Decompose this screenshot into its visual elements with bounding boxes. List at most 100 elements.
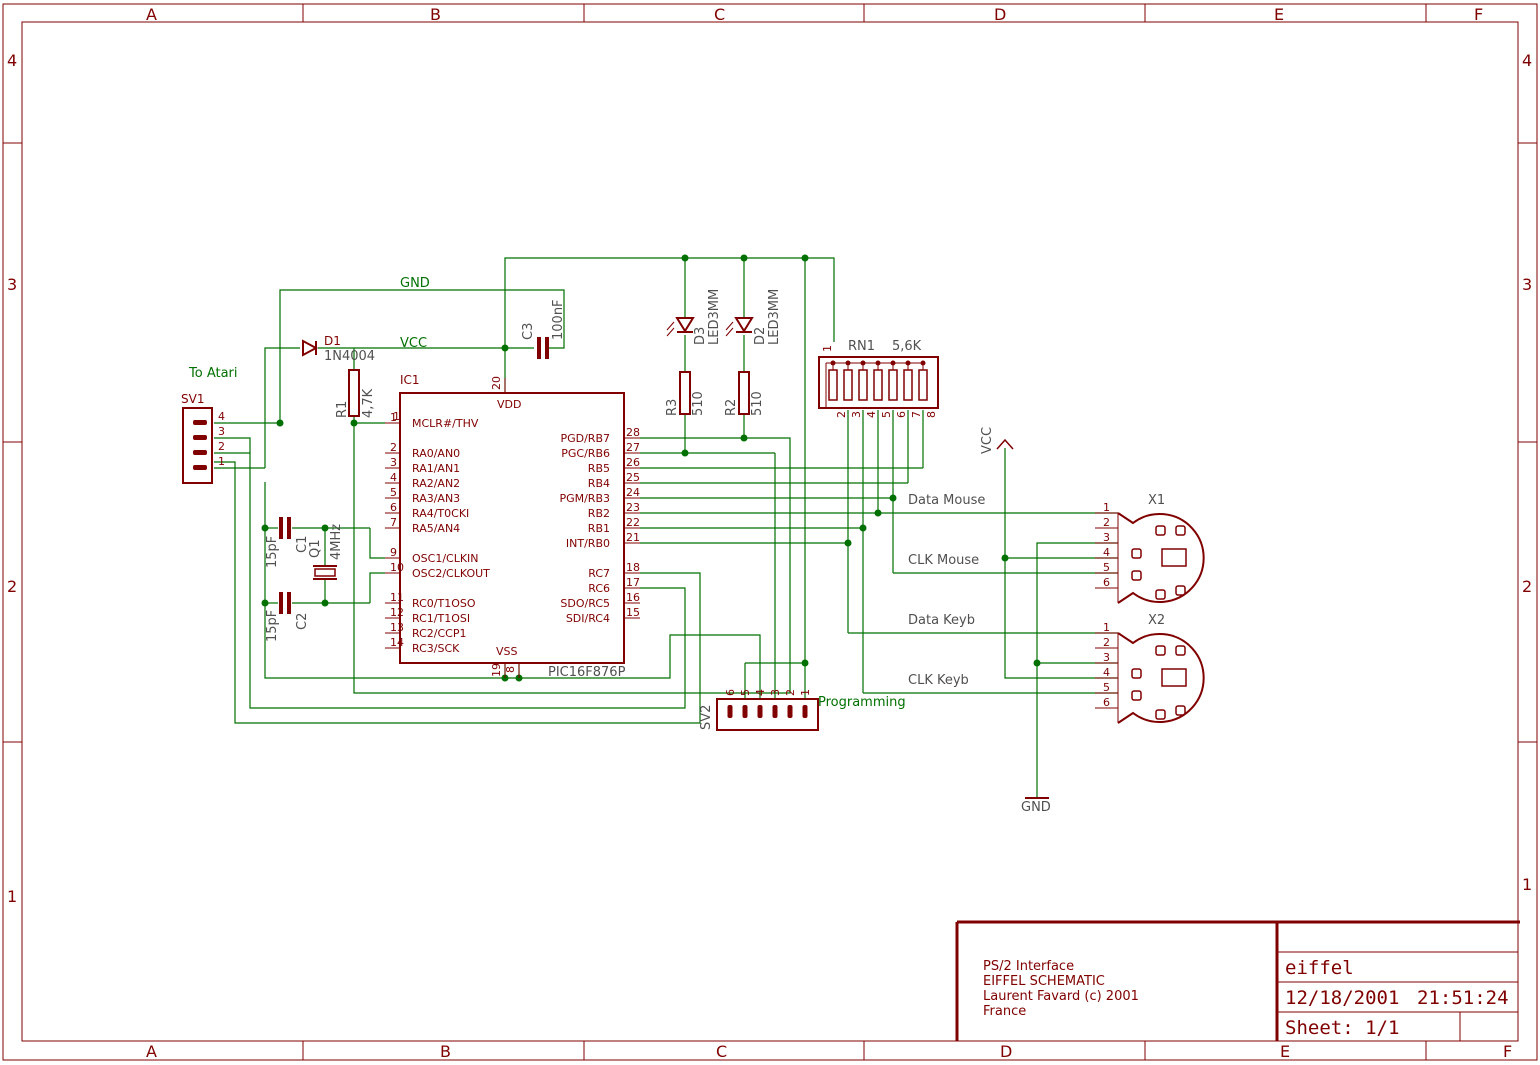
rn1-resistor-element: [888, 369, 898, 401]
net-label-to-atari: To Atari: [188, 366, 238, 381]
ic1-pin-name: SDO/RC5: [560, 597, 610, 610]
net-label-clk-keyb: CLK Keyb: [908, 673, 969, 688]
din-key: [1161, 548, 1187, 567]
ic1-pin-number: 12: [390, 606, 404, 619]
net-label-programming: Programming: [818, 695, 906, 710]
rn1-resistor-element: [903, 369, 913, 401]
din-pin-number: 3: [1103, 651, 1110, 664]
r1-resistor: R1 4,7K: [335, 369, 376, 418]
sv1-pin-1: 1: [218, 455, 225, 468]
x2-name: X2: [1148, 613, 1165, 628]
din-key: [1161, 668, 1187, 687]
c1-name: C1: [295, 536, 310, 553]
ic1-pin-number: 17: [626, 576, 640, 589]
frame-column-dividers: [3, 4, 1537, 1060]
column-label-a-top: A: [146, 5, 157, 24]
sv2-pin-body: [772, 705, 778, 718]
column-label-d-top: D: [994, 5, 1006, 24]
ic1-pin-number: 16: [626, 591, 640, 604]
r2-value: 510: [750, 391, 765, 416]
din-pin-number: 1: [1103, 501, 1110, 514]
din-contact: [1175, 645, 1186, 656]
ic1-pin-name: OSC2/CLKOUT: [412, 567, 490, 580]
r2-name: R2: [724, 399, 739, 416]
ic1-pin-number: 21: [626, 531, 640, 544]
c3-name: C3: [521, 323, 536, 340]
din-pin-number: 2: [1103, 636, 1110, 649]
frame-row-labels: 4 3 2 1 4 3 2 1: [7, 51, 1532, 906]
ic1-pin-name: RA4/T0CKI: [412, 507, 469, 520]
sv1-connector: SV1 4 3 2 1: [181, 392, 225, 484]
din-contact: [1175, 525, 1186, 536]
rn1-pin-number: 8: [925, 411, 938, 418]
title-date: 12/18/2001: [1285, 987, 1399, 1009]
ic1-pin-name: RA1/AN1: [412, 462, 460, 475]
ic1-pin-num-vss-a: 19: [490, 663, 503, 677]
rn1-pin-number: 7: [910, 411, 923, 418]
title-sheet: Sheet: 1/1: [1285, 1017, 1399, 1039]
din-contact: [1175, 705, 1186, 716]
c1-capacitor: C1 15pF: [265, 517, 310, 568]
ic1-pin-number: 6: [390, 501, 397, 514]
ic1-pin-number: 14: [390, 636, 404, 649]
din-pin-number: 4: [1103, 666, 1110, 679]
din-contact: [1155, 525, 1166, 536]
ic1-pin-name: RA2/AN2: [412, 477, 460, 490]
din-pin-number: 6: [1103, 576, 1110, 589]
net-label-data-mouse: Data Mouse: [908, 493, 985, 508]
net-label-clk-mouse: CLK Mouse: [908, 553, 979, 568]
vcc-supply-symbol: VCC: [980, 427, 1014, 454]
q1-crystal: Q1 4MHz: [308, 524, 344, 580]
d2-name: D2: [753, 327, 768, 345]
sv2-pin-number: 4: [754, 689, 767, 696]
ic1-pin-number: 24: [626, 486, 640, 499]
q1-name: Q1: [308, 539, 323, 558]
r3-value: 510: [691, 391, 706, 416]
ic1-pin-number: 11: [390, 591, 404, 604]
ic1-pin-number: 18: [626, 561, 640, 574]
sv2-name: SV2: [699, 705, 714, 730]
ic1-pin-num-vss-b: 8: [504, 666, 517, 673]
d1-name: D1: [324, 334, 341, 348]
sv2-pin-body: [742, 705, 748, 718]
r3-name: R3: [665, 399, 680, 416]
ic1-pin-number: 13: [390, 621, 404, 634]
ic1-pin-name: MCLR#/THV: [412, 417, 479, 430]
rn1-name: RN1: [848, 339, 875, 354]
rn1-pin-number: 5: [880, 411, 893, 418]
ic1-vdd-label: VDD: [497, 398, 521, 411]
row-label-3-right: 3: [1522, 275, 1532, 294]
ic1-pin-number: 9: [390, 546, 397, 559]
column-label-c-bottom: C: [716, 1042, 727, 1061]
din-contact: [1155, 709, 1166, 720]
ic1-pin-name: RB5: [588, 462, 610, 475]
din-contact: [1155, 645, 1166, 656]
d3-name: D3: [693, 327, 708, 345]
rn1-pin-number: 6: [895, 411, 908, 418]
column-label-f-top: F: [1474, 5, 1483, 24]
junctions: [261, 254, 1041, 682]
ic1-right-pin-group: 28PGD/RB727PGC/RB626RB525RB424PGM/RB323R…: [559, 426, 640, 625]
ic1-pin-number: 15: [626, 606, 640, 619]
row-label-3-left: 3: [7, 275, 17, 294]
column-label-f-bottom: F: [1503, 1042, 1512, 1061]
ic1-pin-name: RB4: [588, 477, 610, 490]
ic1-pin-number: 3: [390, 456, 397, 469]
ic1-pin-number: 2: [390, 441, 397, 454]
ic1-pin-name: RA5/AN4: [412, 522, 460, 535]
x1-name: X1: [1148, 493, 1165, 508]
ic1-pin-num-vdd: 20: [490, 376, 503, 390]
ic1-pin-name: PGC/RB6: [561, 447, 610, 460]
sv2-pin-body: [802, 705, 808, 718]
net-label-data-keyb: Data Keyb: [908, 613, 975, 628]
ic1-pin-name: INT/RB0: [566, 537, 610, 550]
c1-value: 15pF: [265, 536, 280, 568]
row-label-4-right: 4: [1522, 51, 1532, 70]
row-label-2-left: 2: [7, 577, 17, 596]
sv1-pin-2: 2: [218, 440, 225, 453]
